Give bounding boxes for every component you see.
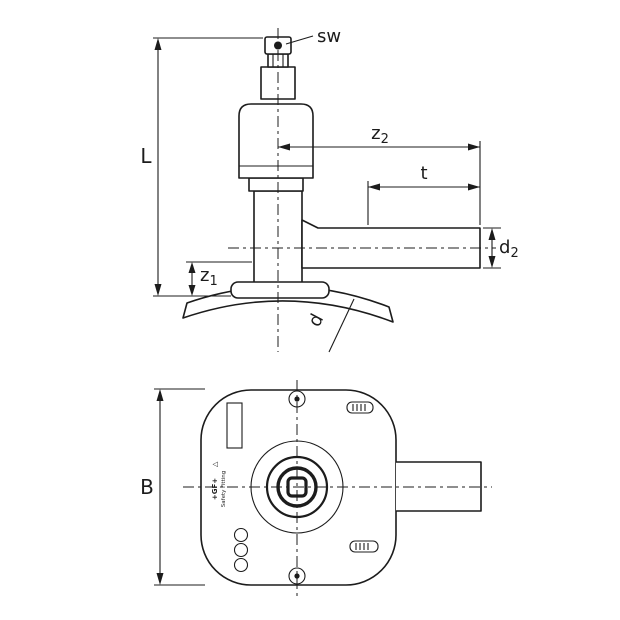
outlet-pipe	[301, 219, 481, 269]
screw-center-dot	[294, 396, 300, 402]
callout-sw: sw	[285, 26, 341, 47]
fusion-indicator-top	[346, 401, 374, 414]
label-d2-sub: 2	[510, 246, 518, 261]
label-B: B	[140, 475, 154, 499]
leader-line	[328, 298, 355, 353]
label-d2: d2	[499, 237, 519, 261]
vent-hole	[233, 542, 249, 558]
warning-triangle-icon: △	[211, 461, 219, 467]
dim-d2: d2	[483, 227, 519, 269]
label-z1: z1	[200, 265, 218, 289]
arrow-up	[154, 38, 162, 50]
arrow-right	[468, 183, 480, 191]
label-z1-base: z	[200, 265, 209, 286]
arrow-left	[278, 143, 290, 151]
label-z1-sub: 1	[209, 274, 217, 289]
arrow-up	[156, 389, 164, 401]
label-t: t	[420, 163, 427, 184]
leader-line	[285, 35, 314, 45]
brand-caption: Safety Fitting	[221, 471, 227, 507]
label-z2: z2	[371, 123, 389, 147]
arrow-left	[368, 183, 380, 191]
saddle-flange	[230, 281, 330, 299]
indicator-outline	[349, 540, 379, 553]
dim-B: B	[140, 388, 205, 586]
side-view: L z1 z2 t	[140, 26, 519, 353]
brand-text: +GF+	[211, 478, 219, 500]
arrow-down	[488, 256, 496, 268]
brand-marking: △ +GF+ Safety Fitting	[211, 461, 227, 507]
plan-outlet-pipe	[396, 461, 482, 512]
dim-z2: z2	[278, 123, 481, 225]
label-z2-base: z	[371, 123, 380, 144]
valve-cap	[238, 103, 314, 179]
screw-center-dot	[294, 573, 300, 579]
left-slot	[226, 402, 243, 449]
label-z2-sub: 2	[381, 132, 389, 147]
body-band	[248, 177, 304, 192]
arrow-up	[488, 228, 496, 240]
dim-t: t	[367, 163, 480, 225]
label-L: L	[140, 144, 152, 168]
plan-view: △ +GF+ Safety Fitting B	[140, 380, 492, 597]
valve-body	[230, 36, 481, 299]
label-d2-base: d	[499, 237, 510, 258]
vent-holes	[233, 527, 249, 573]
arrow-up	[188, 262, 196, 273]
arrow-down	[188, 285, 196, 296]
indicator-outline	[346, 401, 374, 414]
label-d: d	[304, 310, 328, 330]
label-sw: sw	[317, 26, 341, 47]
arrow-right	[468, 143, 480, 151]
dim-z1: z1	[186, 261, 252, 296]
vent-hole	[233, 527, 249, 543]
fusion-indicator-bottom	[349, 540, 379, 553]
arrow-down	[156, 573, 164, 585]
vent-hole	[233, 557, 249, 573]
arrow-down	[154, 284, 162, 296]
